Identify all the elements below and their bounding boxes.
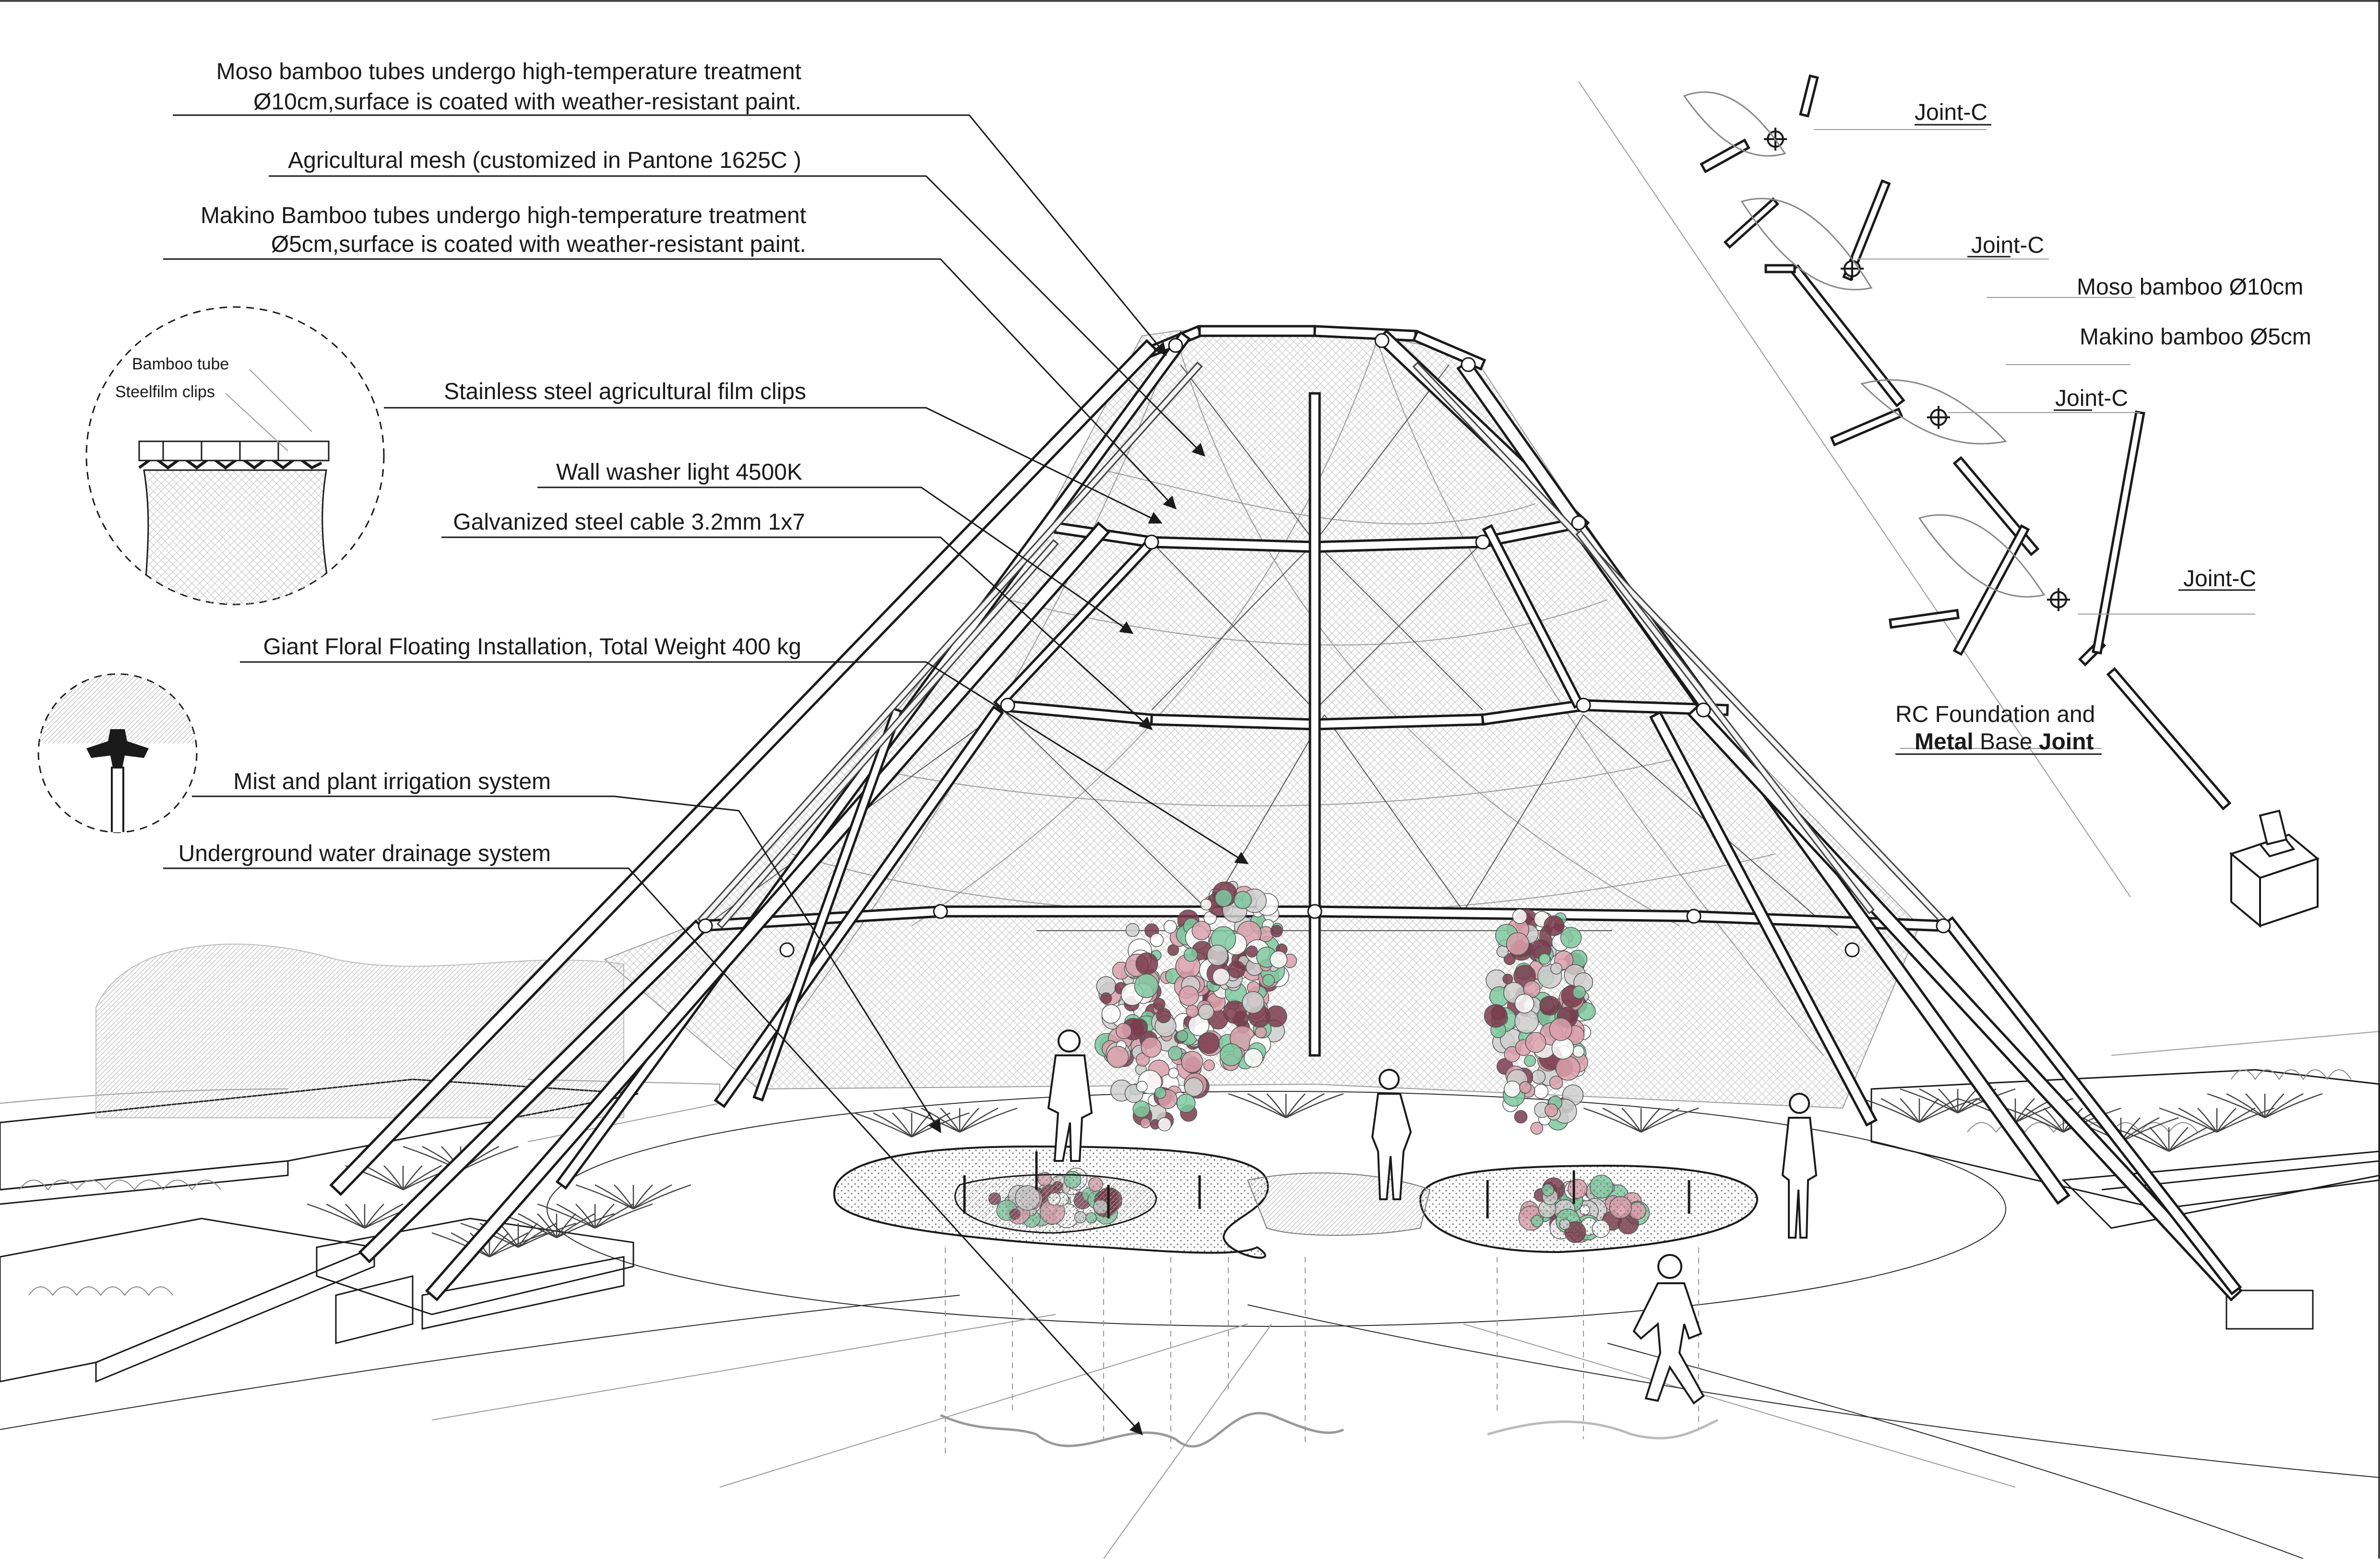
foundation-label-line1: RC Foundation and <box>1895 702 2095 727</box>
label-cable: Galvanized steel cable 3.2mm 1x7 <box>453 509 805 535</box>
joint-diagram-tube <box>2092 410 2145 655</box>
joint-node <box>1374 333 1390 348</box>
joint-diagram-tube <box>1830 407 1904 447</box>
joint-node <box>1576 698 1591 713</box>
makino-bamboo-pole <box>1575 530 1875 914</box>
moso-bamboo-pole <box>752 707 903 1102</box>
joint-node <box>1461 357 1476 372</box>
joint-node <box>1686 909 1702 924</box>
makino-bamboo-arc <box>1740 198 1873 291</box>
joint-exploded-diagram: Joint-C Joint-C Moso bamboo Ø10cm Makino… <box>1578 74 2320 928</box>
joint-node <box>1144 534 1159 550</box>
joint-node <box>1000 698 1015 713</box>
joint-node <box>1307 904 1322 919</box>
floral-installation-left-b <box>1174 881 1297 1071</box>
joint-node <box>1475 534 1490 550</box>
foundation-bold-1: Metal <box>1915 729 1974 755</box>
label-makino-line1: Makino Bamboo tubes undergo high-tempera… <box>201 203 806 228</box>
joint-diagram-tube <box>1700 138 1750 174</box>
joint-node <box>1696 702 1711 718</box>
people <box>1047 1029 1818 1405</box>
moso-bamboo-pole <box>329 339 1158 1196</box>
detail-label-steel-clips: Steelfilm clips <box>115 383 215 401</box>
joint-diagram-tube <box>1952 456 2040 556</box>
makino-bamboo-label: Makino bamboo Ø5cm <box>2080 324 2311 350</box>
joint-node <box>1936 918 1951 934</box>
joint-diagram-tube <box>1889 609 1960 629</box>
person-1 <box>1047 1029 1093 1162</box>
joint-diagram-tube <box>1952 524 2030 656</box>
joint-node <box>698 918 713 934</box>
labels: Moso bamboo tubes undergo high-temperatu… <box>178 59 806 866</box>
label-clips: Stainless steel agricultural film clips <box>444 379 806 404</box>
label-mesh: Agricultural mesh (customized in Pantone… <box>288 148 801 173</box>
foundation-mid: Base <box>1974 729 2039 755</box>
moso-ring-tube <box>1198 325 1316 337</box>
foundation-label-line2: Metal Base Joint <box>1915 729 2094 755</box>
joint-c-label-1: Joint-C <box>1915 100 1987 125</box>
moso-bamboo-pole <box>1309 392 1321 1057</box>
joint-c-label-4: Joint-C <box>2183 566 2256 591</box>
foundation-bold-2: Joint <box>2039 729 2094 755</box>
joint-c-connector <box>2047 588 2070 611</box>
person-4 <box>1632 1254 1705 1405</box>
person-3 <box>1781 1093 1818 1239</box>
joint-c-label-2: Joint-C <box>1971 233 2044 258</box>
joint-diagram-tube <box>1842 179 1891 282</box>
garden-island-right <box>1419 1164 1758 1254</box>
floral-installation-right <box>1484 909 1596 1135</box>
makino-bamboo-arc <box>1860 379 2007 445</box>
person-2 <box>1371 1069 1412 1200</box>
joint-node <box>779 942 795 958</box>
moso-bamboo-pole <box>1942 916 2242 1296</box>
label-moso-line1: Moso bamboo tubes undergo high-temperatu… <box>216 59 801 84</box>
makino-bamboo-arc <box>1918 514 2046 598</box>
moso-bamboo-label: Moso bamboo Ø10cm <box>2077 274 2303 300</box>
joint-diagram-tube <box>1799 74 1819 118</box>
makino-bamboo-pole <box>716 539 1059 929</box>
label-mist: Mist and plant irrigation system <box>233 769 551 794</box>
rc-foundation-block <box>2229 809 2320 928</box>
floral-installation-left-a <box>1095 910 1228 1132</box>
label-light: Wall washer light 4500K <box>556 460 802 485</box>
detail-callout-mist <box>37 673 198 833</box>
joint-diagram-tube <box>1789 264 1905 408</box>
makino-bamboo-arc <box>1683 91 1786 157</box>
detail-callout-clip: Bamboo tube Steelfilm clips <box>85 306 385 605</box>
joint-diagram-tube <box>1764 264 1796 273</box>
moso-bamboo-pole <box>425 521 1111 1301</box>
joint-node <box>1168 338 1183 353</box>
leader-lines <box>163 114 1249 1436</box>
label-floral: Giant Floral Floating Installation, Tota… <box>263 634 801 660</box>
detail-label-bamboo-tube: Bamboo tube <box>132 355 229 373</box>
label-moso-line2: Ø10cm,surface is coated with weather-res… <box>253 89 801 115</box>
joint-node <box>1571 515 1586 531</box>
moso-bamboo-pole <box>1649 710 1878 1127</box>
joint-node <box>1844 942 1860 958</box>
joint-node <box>933 904 948 919</box>
label-drain: Underground water drainage system <box>178 841 551 866</box>
joint-c-connector <box>1927 406 1950 429</box>
joint-c-label-3: Joint-C <box>2055 386 2128 411</box>
garden-islands <box>833 1145 1758 1458</box>
joint-diagram-tube <box>2106 667 2232 811</box>
bamboo-tent-structure <box>95 325 2243 1302</box>
label-makino-line2: Ø5cm,surface is coated with weather-resi… <box>271 232 806 257</box>
